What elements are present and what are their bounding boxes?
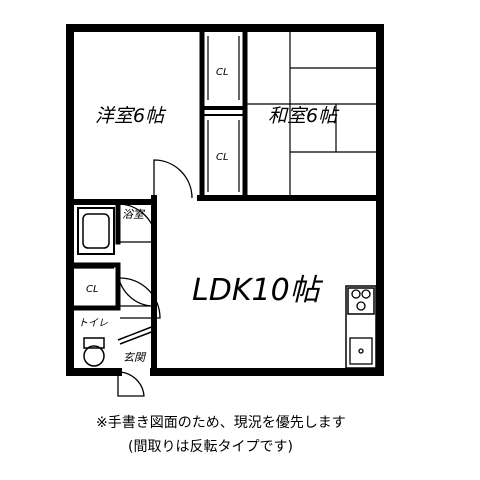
room-label-toilet: トイレ [78,318,108,329]
closet-details [74,36,240,269]
room-label-closet-1: CL [216,67,229,78]
sink-icon [349,337,373,365]
room-label-closet-2: CL [216,152,229,163]
entrance-divider [117,325,155,345]
toilet-icon [83,337,105,367]
note-reversed-type: (間取りは反転タイプです) [128,439,293,455]
room-label-entrance: 玄関 [123,351,147,364]
room-label-ldk: LDK10帖 [192,273,324,308]
room-label-bath: 浴室 [122,208,146,221]
walls [66,24,384,376]
tatami-pattern [245,32,376,198]
door-swings [117,159,193,397]
bathtub-icon [77,207,115,255]
kitchen-counter [345,285,377,369]
stove-icon [351,289,371,311]
note-handdrawn: ※手書き図面のため、現況を優先します [96,415,346,431]
room-label-western: 洋室6帖 [95,105,167,127]
room-label-japanese: 和室6帖 [268,105,340,127]
room-label-closet-3: CL [86,284,99,295]
